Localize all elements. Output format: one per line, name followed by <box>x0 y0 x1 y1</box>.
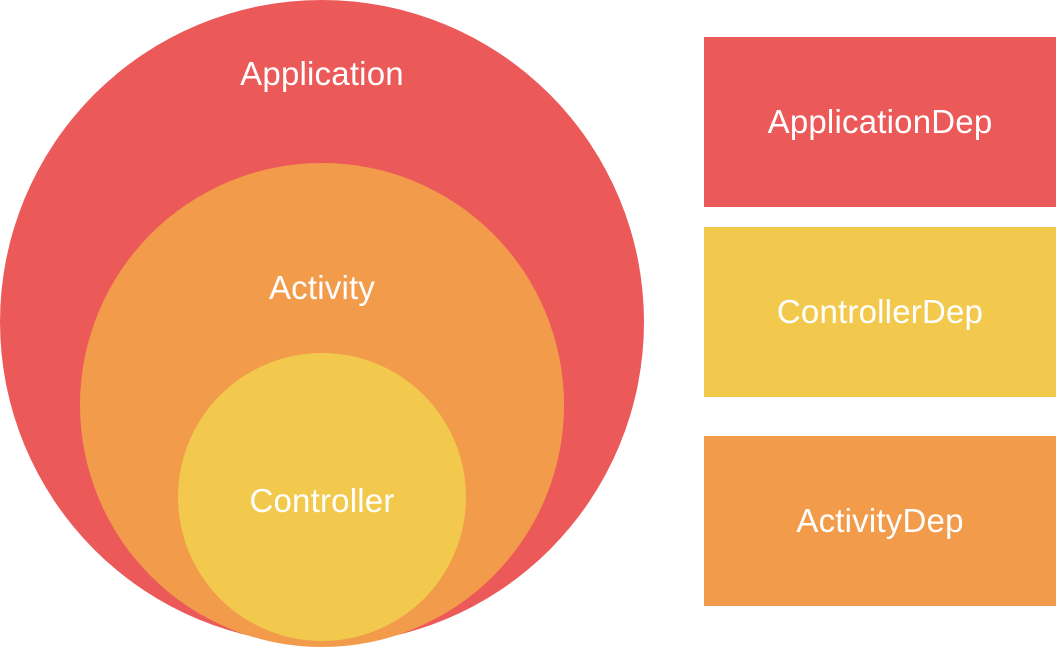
activity-dep-box: ActivityDep <box>704 436 1056 606</box>
activity-dep-label: ActivityDep <box>796 502 964 539</box>
controller-scope-label: Controller <box>249 482 395 519</box>
application-dep-label: ApplicationDep <box>767 103 993 140</box>
application-scope-label: Application <box>240 55 404 92</box>
application-dep-box: ApplicationDep <box>704 37 1056 207</box>
controller-dep-label: ControllerDep <box>776 293 984 330</box>
controller-dep-box: ControllerDep <box>704 227 1056 397</box>
controller-scope-circle <box>178 353 466 641</box>
activity-scope-label: Activity <box>268 269 376 306</box>
